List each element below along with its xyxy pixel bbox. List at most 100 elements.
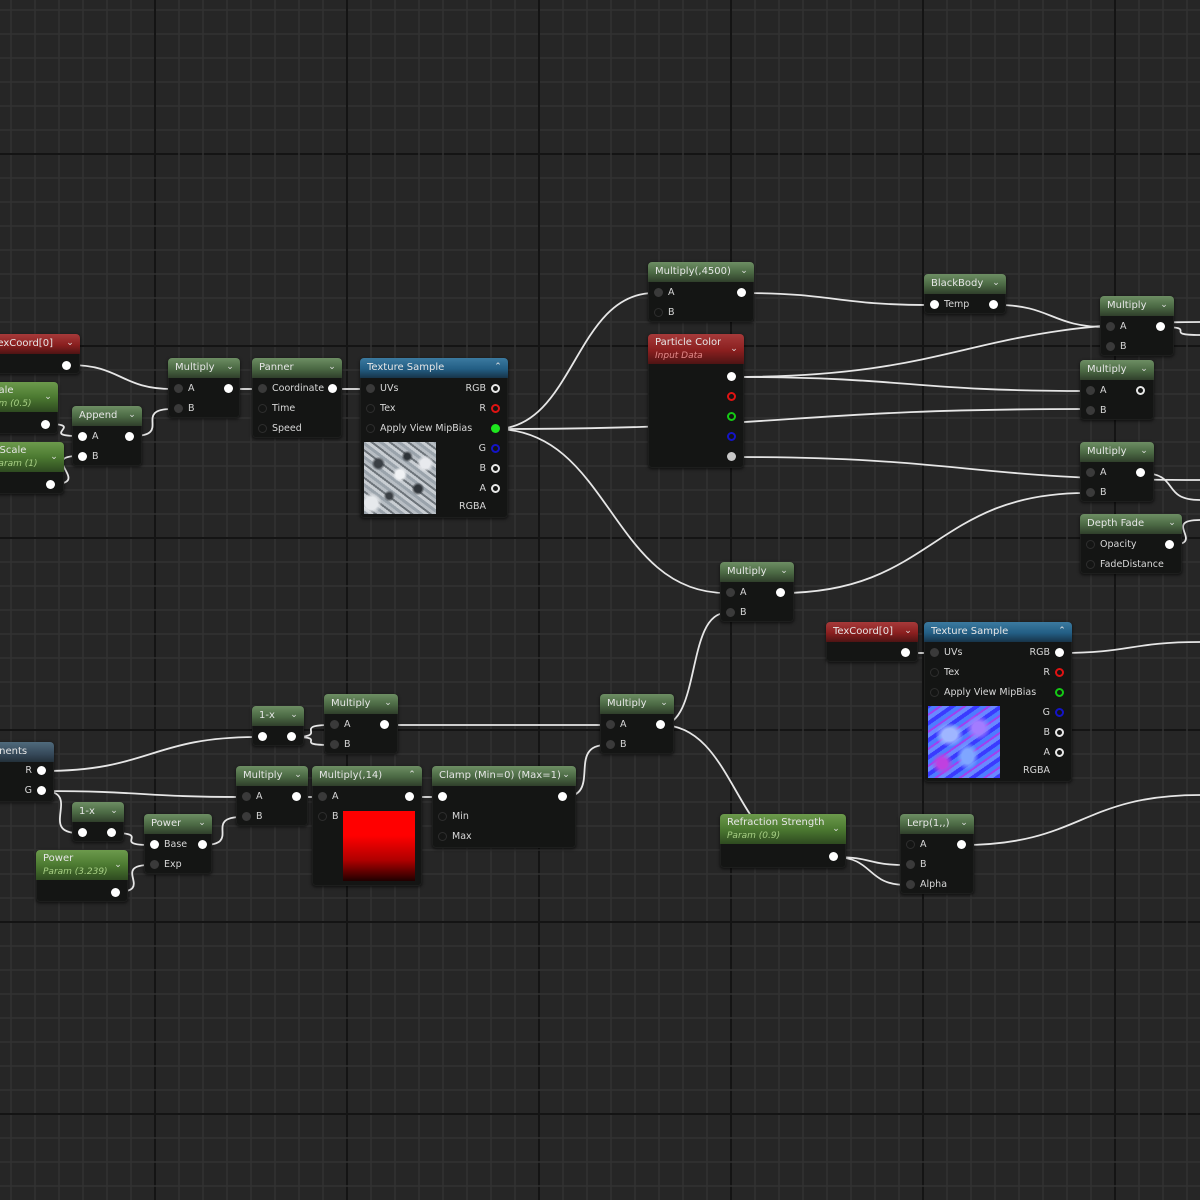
input-pin-time[interactable] [258, 404, 267, 413]
output-pin[interactable] [1136, 468, 1145, 477]
node-header[interactable]: Multiply⌄ [1100, 296, 1174, 316]
multiply-node[interactable]: Multiply⌄ A B [168, 358, 240, 418]
node-header[interactable]: TexCoord[0]⌄ [0, 334, 80, 354]
lerp-node[interactable]: Lerp(1,,)⌄ A B Alpha [900, 814, 974, 894]
input-pin-b[interactable] [318, 812, 327, 821]
input-pin-b[interactable] [78, 452, 87, 461]
chevron-down-icon[interactable]: ⌄ [1160, 300, 1168, 310]
input-pin-a[interactable] [1106, 322, 1115, 331]
chevron-down-icon[interactable]: ⌄ [384, 698, 392, 708]
input-pin-a[interactable] [1086, 386, 1095, 395]
multiply-node-bottom-1[interactable]: Multiply⌄ A B [324, 694, 398, 754]
output-pin-rgb[interactable] [491, 384, 500, 393]
power-node[interactable]: Power⌄ Base Exp [144, 814, 212, 874]
node-header[interactable]: caleam (0.5)⌄ [0, 382, 58, 412]
input-pin-a[interactable] [906, 840, 915, 849]
node-header[interactable]: Multiply⌄ [600, 694, 674, 714]
append-node[interactable]: Append⌄ A B [72, 406, 142, 466]
input-pin[interactable] [78, 828, 87, 837]
component-mask-node[interactable]: onents R G [0, 742, 54, 802]
output-pin[interactable] [287, 732, 296, 741]
chevron-down-icon[interactable]: ⌄ [44, 392, 52, 402]
output-pin[interactable] [558, 792, 567, 801]
one-minus-node-top[interactable]: 1-x⌄ [252, 706, 304, 746]
output-pin-rgba[interactable] [1055, 748, 1064, 757]
input-pin-exp[interactable] [150, 860, 159, 869]
chevron-up-icon[interactable]: ⌃ [408, 770, 416, 780]
output-pin-r[interactable] [37, 766, 46, 775]
node-header[interactable]: TexCoord[0]⌄ [826, 622, 918, 642]
blackbody-node[interactable]: BlackBody⌄ Temp [924, 274, 1006, 314]
input-pin-b[interactable] [726, 608, 735, 617]
chevron-down-icon[interactable]: ⌄ [832, 824, 840, 834]
input-pin-uvs[interactable] [930, 648, 939, 657]
node-header[interactable]: Multiply⌄ [236, 766, 308, 786]
multiply-node-bottom-2[interactable]: Multiply⌄ A B [236, 766, 308, 826]
scale-param-node[interactable]: caleam (0.5)⌄ [0, 382, 58, 434]
multiply-node-right-3[interactable]: Multiply⌄ A B [1080, 442, 1154, 502]
chevron-down-icon[interactable]: ⌄ [198, 818, 206, 828]
one-minus-node-bottom[interactable]: 1-x⌄ [72, 802, 124, 842]
input-pin-b[interactable] [174, 404, 183, 413]
input-pin-mipbias[interactable] [366, 424, 375, 433]
input-pin-a[interactable] [606, 720, 615, 729]
panner-node[interactable]: Panner⌄ Coordinate Time Speed [252, 358, 342, 438]
output-pin[interactable] [1156, 322, 1165, 331]
clamp-node[interactable]: Clamp (Min=0) (Max=1)⌄ Min Max [432, 766, 576, 848]
output-pin[interactable] [111, 888, 120, 897]
chevron-down-icon[interactable]: ⌄ [66, 338, 74, 348]
node-header[interactable]: Multiply⌄ [1080, 360, 1154, 380]
input-pin-a[interactable] [174, 384, 183, 393]
chevron-down-icon[interactable]: ⌄ [290, 710, 298, 720]
chevron-down-icon[interactable]: ⌄ [294, 770, 302, 780]
input-pin-mipbias[interactable] [930, 688, 939, 697]
vscale-param-node[interactable]: / ScaleParam (1)⌄ [0, 442, 64, 494]
input-pin-opacity[interactable] [1086, 540, 1095, 549]
output-pin[interactable] [737, 288, 746, 297]
chevron-down-icon[interactable]: ⌄ [960, 818, 968, 828]
multiply-4500-node[interactable]: Multiply(,4500)⌄ A B [648, 262, 754, 322]
input-pin-coordinate[interactable] [258, 384, 267, 393]
output-pin[interactable] [292, 792, 301, 801]
input-pin-max[interactable] [438, 832, 447, 841]
chevron-down-icon[interactable]: ⌄ [562, 770, 570, 780]
input-pin-b[interactable] [1106, 342, 1115, 351]
input-pin-base[interactable] [150, 840, 159, 849]
multiply-node-right-2[interactable]: Multiply⌄ A B [1080, 360, 1154, 420]
chevron-down-icon[interactable]: ⌄ [740, 266, 748, 276]
node-header[interactable]: Multiply⌄ [324, 694, 398, 714]
input-pin-a[interactable] [242, 792, 251, 801]
input-pin-a[interactable] [78, 432, 87, 441]
chevron-up-icon[interactable]: ⌃ [494, 362, 502, 372]
input-pin-a[interactable] [318, 792, 327, 801]
input-pin-alpha[interactable] [906, 880, 915, 889]
output-pin[interactable] [41, 420, 50, 429]
output-pin[interactable] [1136, 386, 1145, 395]
output-pin-rgba[interactable] [491, 484, 500, 493]
input-pin-b[interactable] [242, 812, 251, 821]
output-pin-r[interactable] [727, 392, 736, 401]
node-header[interactable]: Texture Sample⌃ [360, 358, 508, 378]
input-pin-uvs[interactable] [366, 384, 375, 393]
input-pin-b[interactable] [606, 740, 615, 749]
chevron-down-icon[interactable]: ⌄ [328, 362, 336, 372]
output-pin[interactable] [829, 852, 838, 861]
output-pin-a[interactable] [491, 464, 500, 473]
node-header[interactable]: 1-x⌄ [252, 706, 304, 726]
output-pin[interactable] [656, 720, 665, 729]
input-pin-a[interactable] [726, 588, 735, 597]
chevron-down-icon[interactable]: ⌄ [992, 278, 1000, 288]
texture-sample-node[interactable]: Texture Sample⌃ UVs Tex Apply View MipBi… [360, 358, 508, 518]
node-header[interactable]: Panner⌄ [252, 358, 342, 378]
output-pin-rgb[interactable] [727, 372, 736, 381]
input-pin-a[interactable] [654, 288, 663, 297]
chevron-down-icon[interactable]: ⌄ [110, 806, 118, 816]
chevron-down-icon[interactable]: ⌄ [128, 410, 136, 420]
output-pin-b[interactable] [727, 432, 736, 441]
